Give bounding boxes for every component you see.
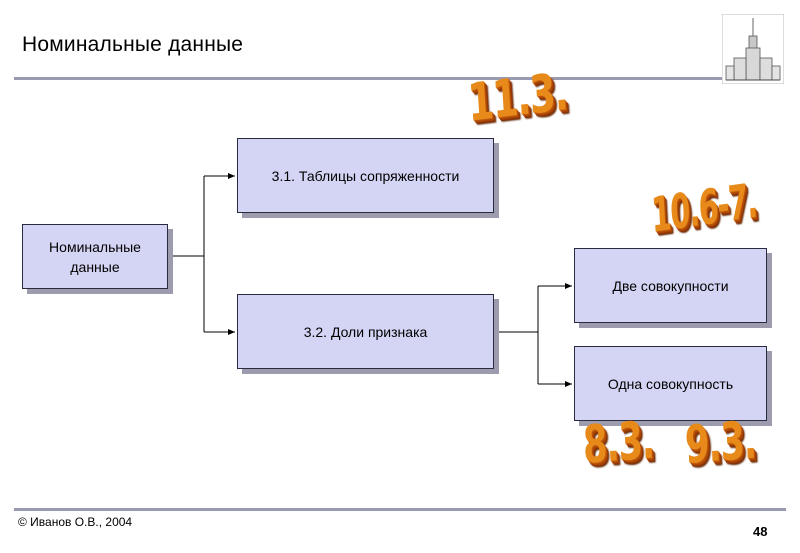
node-sub-2-label: Одна совокупность (607, 375, 734, 392)
header-divider (14, 77, 722, 80)
node-branch-1-label: 3.1. Таблицы сопряженности (271, 167, 460, 184)
node-sub-1: Две совокупности (574, 248, 767, 323)
section-badge-11-3: 11.3. (466, 61, 569, 134)
node-branch-1: 3.1. Таблицы сопряженности (237, 138, 494, 213)
node-branch-2: 3.2. Доли признака (237, 294, 494, 369)
footer-divider (14, 508, 786, 511)
page-number: 48 (753, 524, 768, 539)
section-badge-8-3: 8.3. (582, 410, 655, 476)
section-badge-9-3: 9.3. (684, 410, 757, 476)
node-root: Номинальные данные (22, 224, 168, 289)
copyright-footer: © Иванов О.В., 2004 (18, 515, 133, 529)
node-branch-2-label: 3.2. Доли признака (303, 323, 428, 340)
slide-title: Номинальные данные (22, 33, 244, 56)
university-building-logo-icon (722, 14, 784, 84)
node-sub-1-label: Две совокупности (612, 277, 729, 294)
section-badge-10-6-7: 10.6-7. (650, 172, 759, 244)
node-root-label: Номинальные данные (49, 238, 141, 275)
node-sub-2: Одна совокупность (574, 346, 767, 421)
